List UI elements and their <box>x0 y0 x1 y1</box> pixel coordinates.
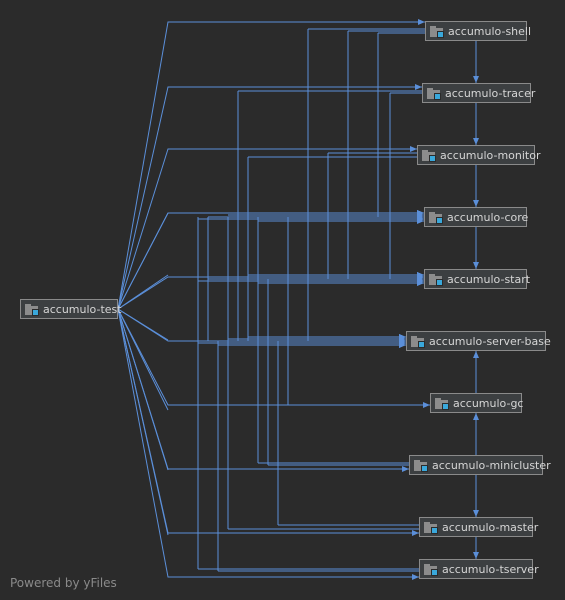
edge-test-to-tracer <box>117 84 422 310</box>
edge-test-to-minicluster <box>117 308 409 472</box>
node-gc[interactable]: accumulo-gc <box>430 393 524 413</box>
node-label: accumulo-core <box>447 210 529 224</box>
node-label: accumulo-tserver <box>442 562 539 576</box>
edge-test-branch <box>117 308 169 411</box>
module-folder-icon <box>411 335 425 348</box>
watermark: Powered by yFiles <box>10 576 117 590</box>
node-monitor[interactable]: accumulo-monitor <box>417 145 541 165</box>
node-shell[interactable]: accumulo-shell <box>425 21 531 41</box>
edge-test-to-core <box>117 210 424 310</box>
node-label: accumulo-shell <box>448 24 532 38</box>
node-label: accumulo-server-base <box>429 334 551 348</box>
edge-test-branch <box>117 308 169 341</box>
node-label: accumulo-tracer <box>445 86 536 100</box>
edge-test-branch <box>117 308 169 471</box>
node-tracer[interactable]: accumulo-tracer <box>422 83 535 103</box>
edge-test-branch <box>117 212 169 310</box>
module-folder-icon <box>427 87 441 100</box>
node-test[interactable]: accumulo-test <box>20 299 122 319</box>
node-label: accumulo-gc <box>453 396 524 410</box>
module-folder-icon <box>422 149 436 162</box>
module-folder-icon <box>414 459 428 472</box>
module-folder-icon <box>424 521 438 534</box>
node-label: accumulo-minicluster <box>432 458 551 472</box>
module-folder-icon <box>430 25 444 38</box>
edge-test-branch <box>117 308 169 536</box>
node-label: accumulo-test <box>43 302 122 316</box>
module-folder-icon <box>429 211 443 224</box>
node-core[interactable]: accumulo-core <box>424 207 529 227</box>
edge-test-to-shell <box>117 19 425 310</box>
node-label: accumulo-monitor <box>440 148 541 162</box>
module-folder-icon <box>25 303 39 316</box>
node-serverbase[interactable]: accumulo-server-base <box>406 331 551 351</box>
module-folder-icon <box>435 397 449 410</box>
node-label: accumulo-master <box>442 520 539 534</box>
edge-test-branch <box>117 274 169 310</box>
module-folder-icon <box>424 563 438 576</box>
module-folder-icon <box>429 273 443 286</box>
edge-test-to-tserver <box>117 308 419 580</box>
node-minicluster[interactable]: accumulo-minicluster <box>409 455 551 475</box>
node-label: accumulo-start <box>447 272 531 286</box>
node-start[interactable]: accumulo-start <box>424 269 531 289</box>
node-tserver[interactable]: accumulo-tserver <box>419 559 539 579</box>
edge-test-to-start <box>117 274 424 310</box>
node-master[interactable]: accumulo-master <box>419 517 538 537</box>
edge-test-to-monitor <box>117 146 417 310</box>
edge-test-to-gc <box>117 308 430 408</box>
